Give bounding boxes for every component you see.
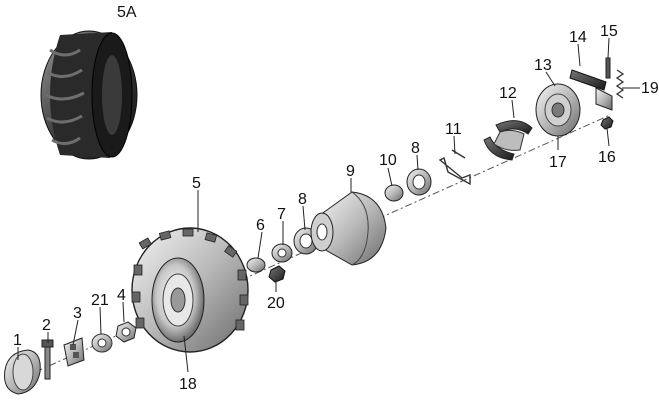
bearing-8-rear	[406, 168, 432, 196]
backing-plate-13	[535, 83, 581, 137]
tire-wheel-18	[131, 227, 249, 353]
callout-8-rear: 8	[411, 140, 420, 157]
callout-3: 3	[73, 305, 82, 322]
callout-8-front: 8	[298, 191, 307, 208]
washer-21	[91, 333, 113, 353]
callout-1: 1	[13, 332, 22, 349]
callout-13: 13	[534, 57, 552, 74]
callout-7: 7	[277, 206, 286, 223]
callout-17: 17	[549, 154, 567, 171]
brake-arm-14	[569, 69, 607, 91]
brake-drum-9	[310, 191, 387, 266]
callout-18: 18	[179, 376, 197, 393]
callout-14: 14	[569, 29, 587, 46]
brake-shoes-12	[483, 120, 533, 161]
leader-lines	[17, 37, 640, 373]
callout-10: 10	[379, 152, 397, 169]
return-spring-19	[615, 69, 625, 99]
nut-4	[115, 321, 137, 343]
spring-11	[438, 149, 471, 186]
callout-6: 6	[256, 217, 265, 234]
callout-labels: 1 2 3 21 4 5 5A 6 7 8 9 10 8 11 12 13 14…	[13, 4, 659, 393]
callout-9: 9	[346, 163, 355, 180]
washer-7	[271, 243, 293, 263]
tire-photo-5a	[40, 30, 138, 160]
callout-19: 19	[641, 80, 659, 97]
pin-15	[605, 57, 611, 79]
spacer-6	[246, 257, 266, 273]
callout-21: 21	[91, 292, 109, 309]
hub-cap-1	[4, 349, 41, 395]
spacer-10	[384, 184, 404, 202]
bolt-2	[41, 339, 54, 380]
callout-5a: 5A	[117, 4, 137, 21]
callout-2: 2	[42, 317, 51, 334]
callout-16: 16	[598, 149, 616, 166]
callout-12: 12	[499, 85, 517, 102]
callout-15: 15	[600, 23, 618, 40]
callout-5: 5	[192, 175, 201, 192]
nut-16	[600, 116, 614, 130]
clip-3	[63, 337, 85, 367]
callout-20: 20	[267, 295, 285, 312]
nut-20	[268, 265, 286, 283]
callout-4: 4	[117, 287, 126, 304]
cam-bracket-17	[595, 87, 613, 111]
callout-11: 11	[445, 121, 462, 138]
